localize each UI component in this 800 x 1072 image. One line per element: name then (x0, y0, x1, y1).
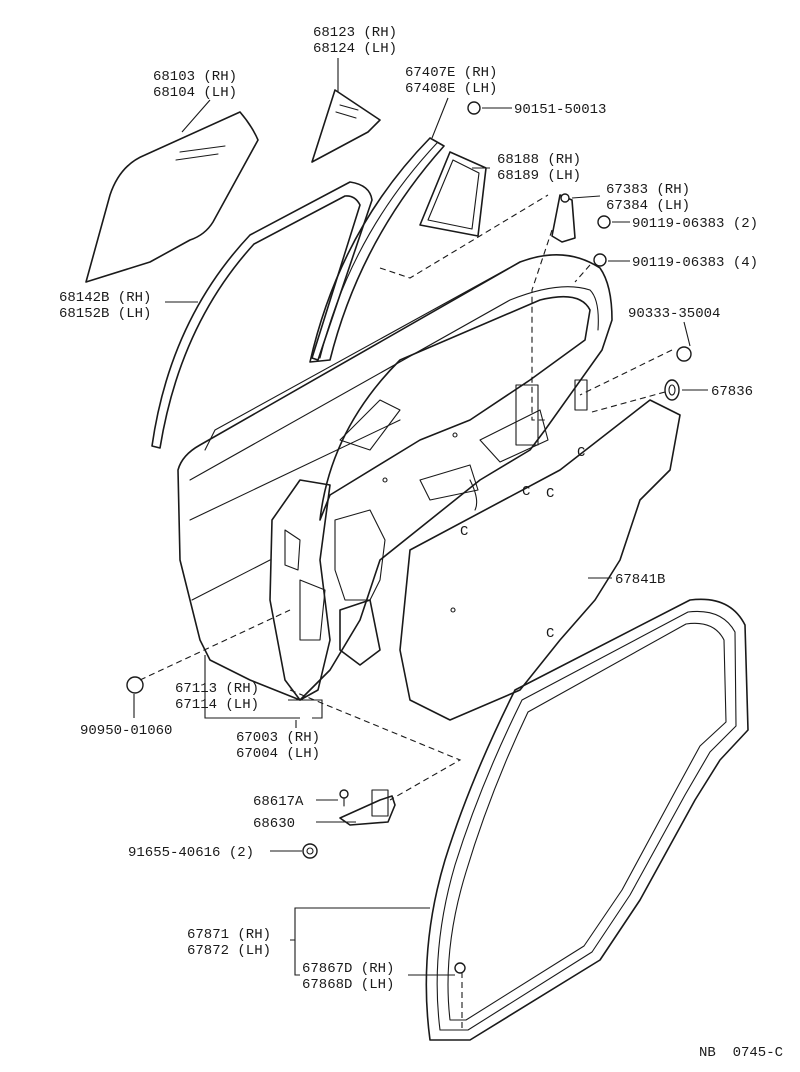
plug-bottom (126, 676, 144, 694)
label-bolt-2: 90119-06383 (2) (632, 216, 758, 232)
label-nut: 91655-40616 (2) (128, 845, 254, 861)
label-garnish-rh: 67113 (RH) (175, 681, 259, 697)
quarter-glass (311, 89, 381, 163)
division-bar (309, 137, 445, 363)
label-door-panel-lh: 67004 (LH) (236, 746, 320, 762)
label-service-cover: 67841B (615, 572, 665, 588)
label-quarter-weatherstrip-rh: 68188 (RH) (497, 152, 581, 168)
figure-code: NB 0745-C (699, 1045, 783, 1061)
label-screw-top: 90151-50013 (514, 102, 606, 118)
assembly-lines (139, 194, 673, 1032)
label-quarter-weatherstrip-lh: 68189 (LH) (497, 168, 581, 184)
small-plug (676, 346, 692, 362)
quarter-weatherstrip (419, 151, 487, 237)
hinge-bracket (551, 193, 576, 243)
bolt-2 (597, 215, 611, 229)
cover-mark-2: C (522, 484, 530, 500)
grommet (664, 379, 680, 401)
label-small-plug: 90333-35004 (628, 306, 720, 322)
label-division-bar-lh: 67408E (LH) (405, 81, 497, 97)
screw-top (467, 101, 481, 115)
cover-mark-4: C (577, 445, 585, 461)
nut (302, 843, 318, 859)
label-door-check: 68630 (253, 816, 295, 832)
label-bolt-4: 90119-06383 (4) (632, 255, 758, 271)
cover-mark-5: C (546, 626, 554, 642)
cover-mark-3: C (546, 486, 554, 502)
cover-mark-1: C (460, 524, 468, 540)
label-door-weatherstrip-rh: 67871 (RH) (187, 927, 271, 943)
check-screw (339, 789, 349, 807)
part-labels: 68103 (RH) 68104 (LH) 68123 (RH) 68124 (… (59, 25, 783, 1061)
label-hinge-bracket-rh: 67383 (RH) (606, 182, 690, 198)
label-clip-rh: 67867D (RH) (302, 961, 394, 977)
label-garnish-lh: 67114 (LH) (175, 697, 259, 713)
clip (454, 962, 466, 974)
leader-lines (133, 58, 708, 976)
door-check (339, 789, 396, 826)
bolt-4 (593, 253, 607, 267)
label-glass-rh: 68103 (RH) (153, 69, 237, 85)
label-quarter-glass-rh: 68123 (RH) (313, 25, 397, 41)
label-grommet: 67836 (711, 384, 753, 400)
label-glass-lh: 68104 (LH) (153, 85, 237, 101)
door-glass (85, 111, 259, 283)
label-plug-bottom: 90950-01060 (80, 723, 172, 739)
run-channel (151, 181, 373, 449)
label-quarter-glass-lh: 68124 (LH) (313, 41, 397, 57)
label-check-screw: 68617A (253, 794, 304, 810)
label-division-bar-rh: 67407E (RH) (405, 65, 497, 81)
label-channel-rh: 68142B (RH) (59, 290, 151, 306)
door-shell (177, 254, 613, 701)
service-hole-cover: C C C C C (399, 399, 681, 721)
inner-panel (269, 379, 588, 701)
label-door-weatherstrip-lh: 67872 (LH) (187, 943, 271, 959)
door-weatherstrip (425, 598, 749, 1041)
label-hinge-bracket-lh: 67384 (LH) (606, 198, 690, 214)
label-door-panel-rh: 67003 (RH) (236, 730, 320, 746)
label-clip-lh: 67868D (LH) (302, 977, 394, 993)
label-channel-lh: 68152B (LH) (59, 306, 151, 322)
